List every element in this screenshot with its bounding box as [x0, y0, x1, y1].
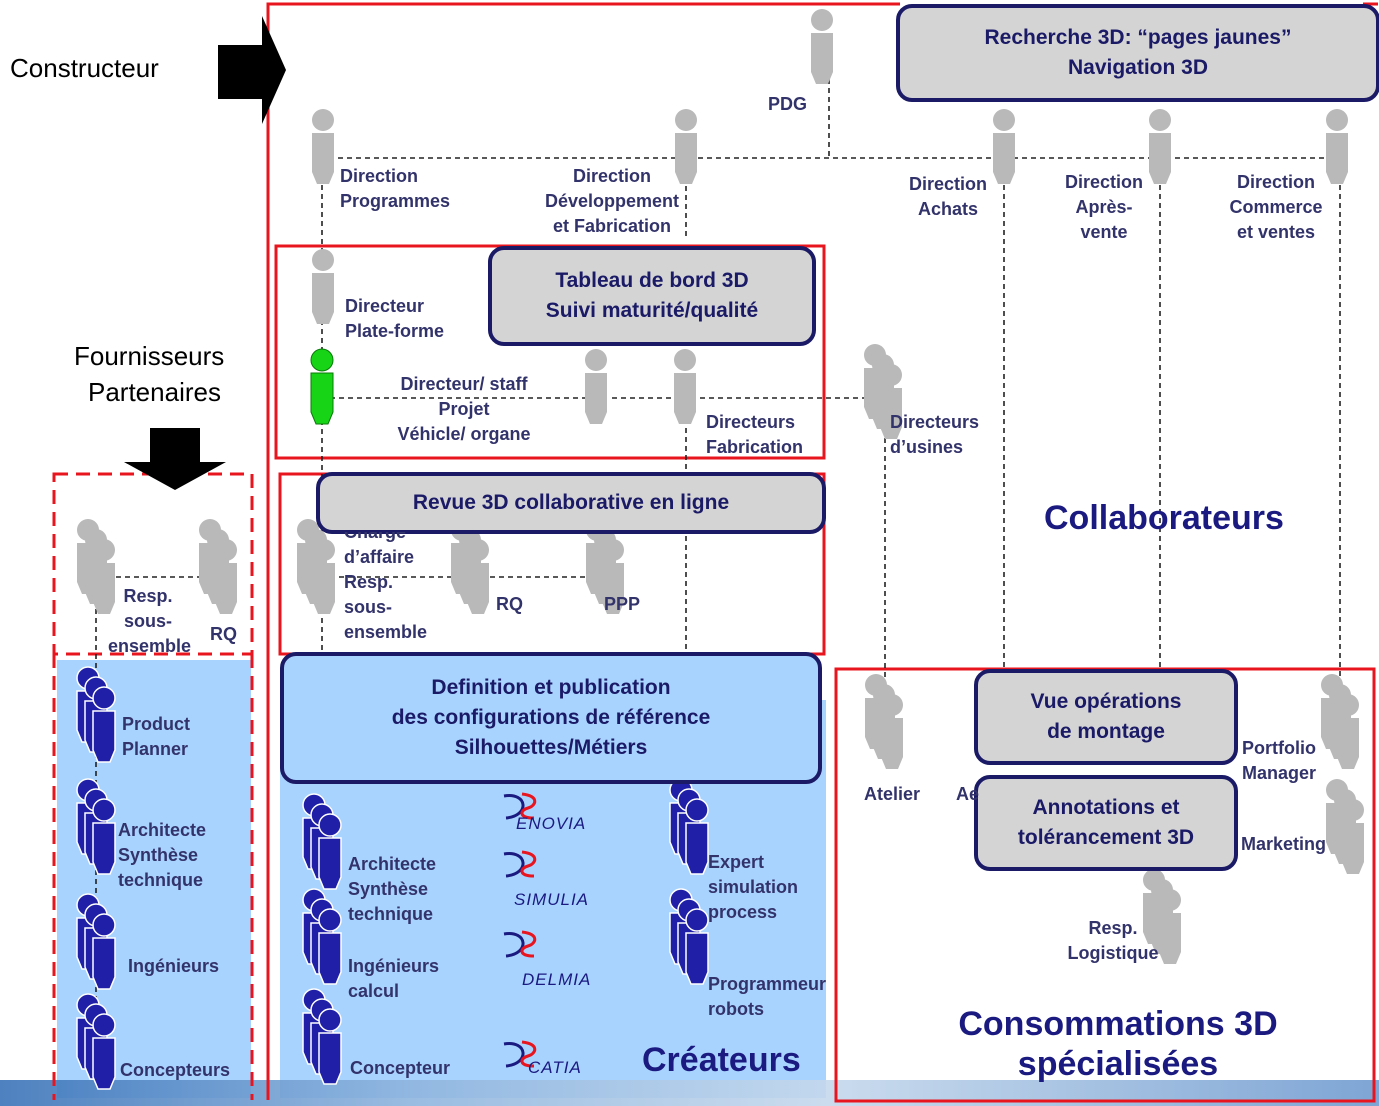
simulia-logo: SIMULIA	[514, 890, 590, 909]
annotations-box: Annotations et tolérancement 3D	[974, 775, 1238, 871]
enovia-logo: ENOVIA	[516, 814, 587, 833]
four-resp-label: Resp.sous-ensemble	[108, 586, 192, 656]
person-icon-green	[310, 348, 334, 425]
recherche-3d-box: Recherche 3D: “pages jaunes” Navigation …	[896, 4, 1379, 102]
definition-box: Definition et publication des configurat…	[280, 652, 822, 784]
fournisseurs-label: Fournisseurs	[74, 341, 225, 371]
ingenieurs-label: Ingénieurs	[128, 956, 220, 976]
catia-logo: CATIA	[528, 1058, 582, 1077]
partenaires-label: Partenaires	[88, 377, 221, 407]
atelier-label: Atelier	[864, 784, 921, 804]
fournisseurs-arrow	[124, 428, 226, 490]
rq-label: RQ	[496, 594, 523, 614]
createurs-title: Créateurs	[642, 1041, 801, 1079]
constructeur-label: Constructeur	[10, 53, 159, 83]
tableau-de-bord-box: Tableau de bord 3D Suivi maturité/qualit…	[488, 246, 816, 346]
constructeur-arrow	[218, 16, 286, 124]
vue-operations-box: Vue opérations de montage	[974, 669, 1238, 765]
marketing-label: Marketing	[1240, 834, 1326, 854]
collaborateurs-title: Collaborateurs	[1044, 499, 1284, 537]
concepteurs-label: Concepteurs	[120, 1060, 231, 1080]
resp-logistique-label: Resp.Logistique	[1067, 918, 1159, 963]
ae-label: Ae	[956, 784, 980, 804]
pdg-label: PDG	[768, 94, 808, 114]
ds-logo-marks	[503, 792, 537, 1068]
four-rq-label: RQ	[210, 624, 237, 644]
ppp-label: PPP	[604, 594, 641, 614]
concepteur-label: Concepteur	[350, 1058, 451, 1078]
consommations-title: Consommations 3D spécialisées	[958, 1005, 1278, 1083]
revue-3d-box: Revue 3D collaborative en ligne	[316, 472, 826, 534]
delmia-logo: DELMIA	[522, 970, 592, 989]
